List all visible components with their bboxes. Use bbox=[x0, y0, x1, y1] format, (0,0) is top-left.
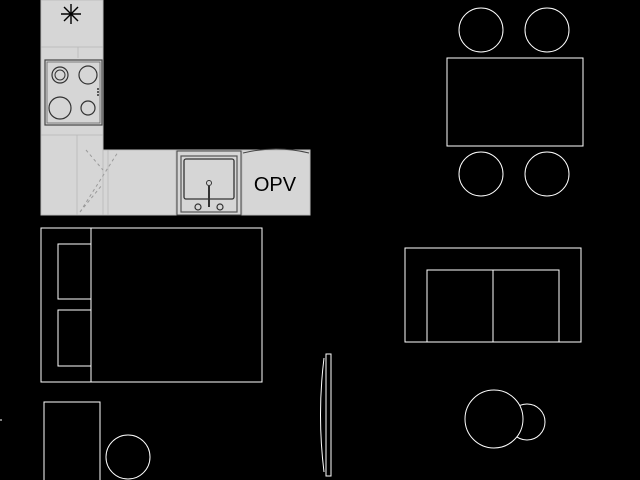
bed-frame bbox=[40, 227, 263, 383]
burner bbox=[48, 96, 72, 120]
dishwasher-label: OPV bbox=[254, 174, 297, 196]
burner bbox=[78, 65, 98, 85]
desk bbox=[43, 401, 101, 480]
burner bbox=[80, 100, 96, 116]
pillow bbox=[57, 243, 92, 300]
chair bbox=[105, 434, 151, 480]
bed bbox=[40, 227, 263, 383]
round-table-with-stool bbox=[464, 389, 546, 449]
burner bbox=[51, 66, 69, 84]
hob bbox=[44, 59, 103, 126]
sofa bbox=[404, 247, 582, 343]
dining-table bbox=[446, 57, 584, 147]
chair bbox=[524, 151, 570, 197]
extractor-fan-icon bbox=[61, 4, 81, 24]
door-panel bbox=[320, 353, 332, 477]
chair bbox=[458, 7, 504, 53]
dishwasher: OPV bbox=[242, 148, 310, 196]
chair bbox=[458, 151, 504, 197]
pillow bbox=[57, 309, 92, 367]
dining-set bbox=[446, 7, 584, 197]
corner-cabinet-swing bbox=[79, 149, 119, 213]
round-table bbox=[464, 389, 524, 449]
sink bbox=[176, 150, 242, 216]
chair bbox=[524, 7, 570, 53]
